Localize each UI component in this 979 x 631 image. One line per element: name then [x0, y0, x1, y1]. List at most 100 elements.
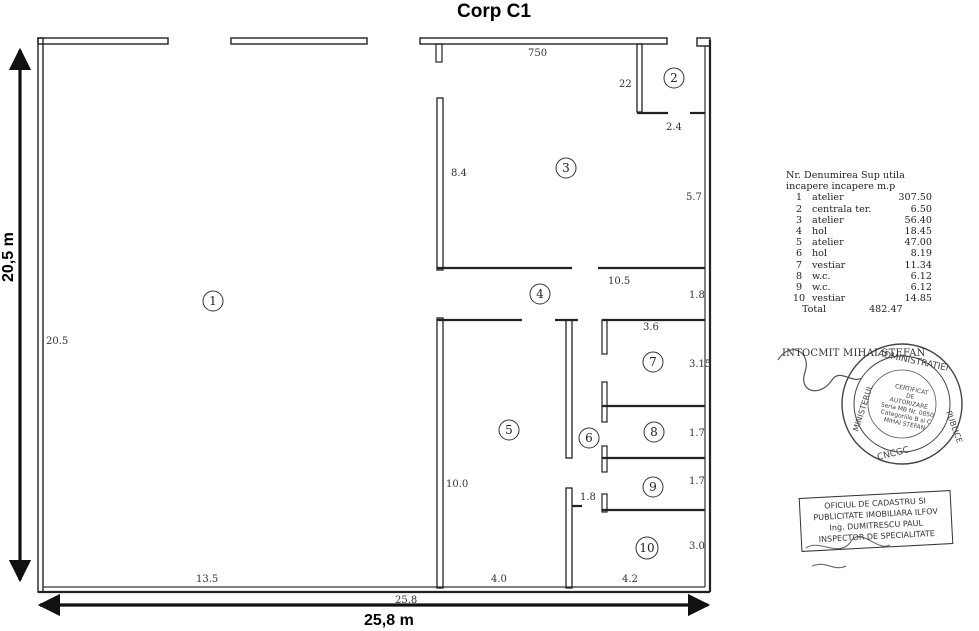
room-label-1: 1	[202, 290, 224, 312]
legend-room-number: 5	[795, 237, 803, 249]
legend-room-number: 4	[795, 226, 803, 238]
legend-room-name: centrala ter.	[812, 203, 872, 215]
legend-row: 3 atelier 56.40	[786, 215, 932, 226]
legend-room-name: w.c.	[812, 270, 831, 282]
signature-2	[805, 536, 891, 569]
svg-text:8: 8	[650, 425, 658, 439]
room-label-5: 5	[498, 419, 520, 441]
legend-room-area: 56.40	[904, 214, 932, 226]
svg-text:10: 10	[639, 541, 654, 555]
room-label-8: 8	[643, 421, 665, 443]
legend-row: 8 w.c. 6.12	[786, 271, 932, 282]
svg-text:4.2: 4.2	[622, 574, 638, 585]
interior-walls	[436, 317, 582, 589]
svg-text:3.0: 3.0	[689, 541, 705, 552]
legend-row: 10 vestiar 14.85	[786, 293, 932, 304]
legend-room-number: 6	[795, 248, 803, 260]
svg-text:5: 5	[505, 423, 513, 437]
exterior-walls	[37, 37, 712, 594]
width-dimension-label: 25,8 m	[364, 612, 414, 629]
legend-room-name: vestiar	[812, 259, 846, 271]
svg-text:7: 7	[649, 355, 657, 369]
room-label-6: 6	[578, 427, 600, 449]
svg-text:2: 2	[670, 71, 678, 85]
svg-text:4: 4	[536, 287, 544, 301]
svg-text:25.8: 25.8	[395, 595, 417, 606]
legend-room-name: hol	[812, 248, 828, 260]
service-rooms-walls	[601, 318, 705, 513]
room-label-7: 7	[642, 351, 664, 373]
legend-room-number: 8	[795, 270, 803, 282]
signature	[777, 349, 863, 392]
legend-header-2: incapere incapere m.p	[786, 181, 896, 193]
legend-room-area: 6.50	[910, 203, 932, 215]
legend-row: 4 hol 18.45	[786, 226, 932, 237]
legend-room-name: atelier	[812, 192, 844, 204]
legend-room-area: 6.12	[910, 270, 932, 282]
legend-total-label: Total	[802, 304, 827, 316]
svg-text:CNCGC: CNCGC	[876, 445, 910, 463]
svg-text:22: 22	[619, 79, 632, 90]
svg-text:750: 750	[528, 48, 547, 59]
legend-room-area: 14.85	[904, 293, 932, 305]
legend-room-name: w.c.	[812, 282, 831, 294]
svg-text:9: 9	[649, 480, 657, 494]
legend-room-name: vestiar	[812, 293, 846, 305]
legend-total: Total 482.47	[802, 304, 936, 315]
drafter-name: INTOCMIT MIHAI STEFAN	[782, 348, 926, 359]
legend-room-number: 10	[792, 293, 806, 305]
room-label-3: 3	[555, 157, 577, 179]
svg-text:MINISTERUL: MINISTERUL	[851, 383, 875, 432]
legend-room-area: 6.12	[910, 282, 932, 294]
legend-room-number: 3	[795, 214, 803, 226]
svg-text:2.4: 2.4	[666, 122, 682, 133]
svg-text:8.4: 8.4	[451, 168, 467, 179]
legend-header-1: Nr. Denumirea Sup utila	[786, 170, 905, 181]
legend-room-name: atelier	[812, 214, 844, 226]
area-legend: Nr. Denumirea Sup utila incapere incaper…	[786, 170, 936, 316]
svg-text:20.5: 20.5	[46, 336, 68, 347]
legend-total-value: 482.47	[869, 304, 903, 316]
legend-room-number: 1	[795, 192, 803, 204]
svg-text:13.5: 13.5	[196, 574, 218, 585]
legend-room-area: 8.19	[910, 248, 932, 260]
svg-text:4.0: 4.0	[491, 574, 507, 585]
svg-text:3.15: 3.15	[689, 359, 711, 370]
room-3-walls	[436, 97, 705, 271]
legend-row: 6 hol 8.19	[786, 248, 932, 259]
legend-room-area: 307.50	[898, 192, 932, 204]
room-2-walls	[636, 43, 705, 115]
svg-text:6: 6	[585, 431, 593, 445]
svg-text:3: 3	[562, 161, 570, 175]
svg-text:1.8: 1.8	[689, 290, 705, 301]
legend-room-area: 11.34	[904, 259, 932, 271]
svg-text:1.7: 1.7	[689, 476, 705, 487]
legend-room-number: 7	[795, 259, 803, 271]
svg-text:10.5: 10.5	[608, 276, 630, 287]
cadastre-stamp: OFICIUL DE CADASTRU SI PUBLICITATE IMOBI…	[798, 490, 954, 552]
height-dimension-label: 20,5 m	[0, 232, 17, 282]
legend-row: 9 w.c. 6.12	[786, 282, 932, 293]
legend-row: 1 atelier 307.50	[786, 192, 932, 203]
svg-text:5.7: 5.7	[686, 192, 702, 203]
legend-room-area: 18.45	[904, 226, 932, 238]
legend-room-number: 9	[795, 282, 803, 294]
svg-text:1: 1	[209, 294, 217, 308]
svg-text:3.6: 3.6	[643, 322, 659, 333]
room-label-2: 2	[663, 67, 685, 89]
legend-room-number: 2	[795, 203, 803, 215]
svg-text:1.8: 1.8	[580, 492, 596, 503]
legend-row: 2 centrala ter. 6.50	[786, 204, 932, 215]
legend-room-name: hol	[812, 226, 828, 238]
legend-table: 1 atelier 307.50 2 centrala ter. 6.50 3 atelier…	[786, 192, 932, 304]
room-label-4: 4	[529, 283, 551, 305]
handwritten-dimensions: 750 22 2.4 8.4 5.7 10.5 1.8 3.6 3.15 1.7…	[46, 48, 711, 606]
plan-title: Corp C1	[457, 1, 531, 22]
svg-text:10.0: 10.0	[446, 479, 468, 490]
legend-room-area: 47.00	[904, 237, 932, 249]
legend-row: 7 vestiar 11.34	[786, 260, 932, 271]
room-label-9: 9	[642, 476, 664, 498]
room-label-10: 10	[635, 536, 659, 560]
